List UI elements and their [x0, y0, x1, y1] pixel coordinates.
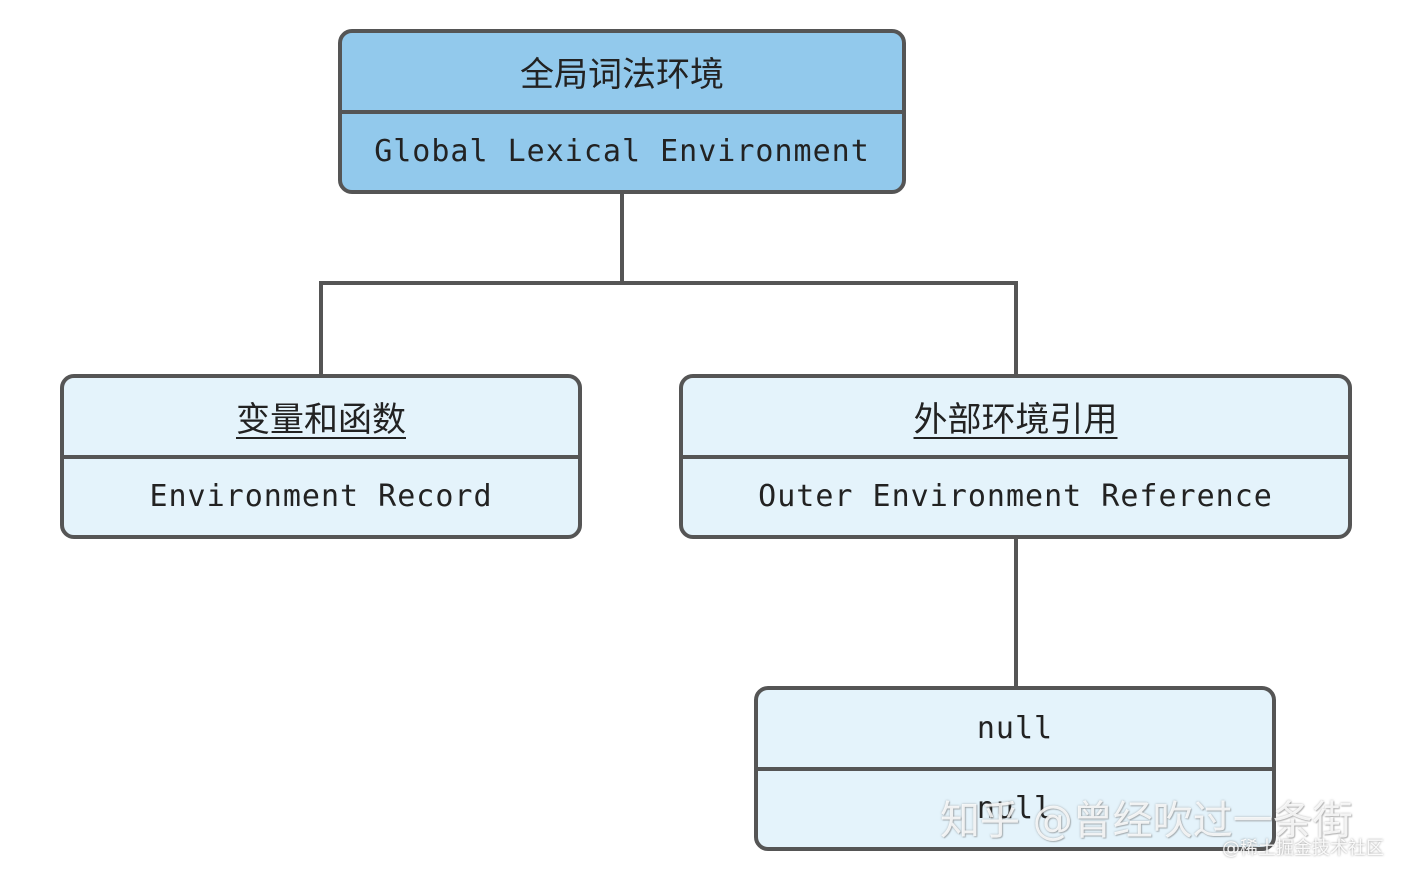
env-record-subtitle-text: Environment Record — [149, 479, 493, 515]
null-node-subtitle: null — [758, 766, 1272, 848]
global-env-subtitle: Global Lexical Environment — [342, 109, 902, 191]
null-node-title: null — [758, 690, 1272, 767]
global-env-subtitle-text: Global Lexical Environment — [374, 134, 870, 170]
connector-outer-to-null — [1014, 536, 1018, 689]
connector-left-drop — [319, 281, 323, 377]
connector-right-drop — [1014, 281, 1018, 377]
outer-environment-reference-node: 外部环境引用 Outer Environment Reference — [679, 374, 1352, 539]
watermark-juejin: @稀土掘金技术社区 — [1222, 838, 1384, 859]
env-record-title: 变量和函数 — [64, 378, 578, 455]
global-env-title-text: 全局词法环境 — [520, 54, 724, 95]
environment-record-node: 变量和函数 Environment Record — [60, 374, 582, 539]
outer-ref-title: 外部环境引用 — [683, 378, 1348, 455]
outer-ref-subtitle: Outer Environment Reference — [683, 454, 1348, 536]
null-node-title-text: null — [976, 710, 1054, 746]
env-record-subtitle: Environment Record — [64, 454, 578, 536]
null-node-subtitle-text: null — [976, 791, 1054, 827]
outer-ref-subtitle-text: Outer Environment Reference — [758, 479, 1273, 515]
connector-root-stem — [620, 192, 624, 284]
global-env-title: 全局词法环境 — [342, 33, 902, 110]
env-record-title-text: 变量和函数 — [236, 399, 406, 440]
outer-ref-title-text: 外部环境引用 — [913, 399, 1118, 440]
connector-horizontal-bar — [319, 281, 1018, 285]
global-lexical-environment-node: 全局词法环境 Global Lexical Environment — [338, 29, 906, 194]
watermark-zhihu: 知乎 @曾经吹过一条街 — [940, 798, 1353, 844]
null-node: null null — [754, 686, 1276, 851]
